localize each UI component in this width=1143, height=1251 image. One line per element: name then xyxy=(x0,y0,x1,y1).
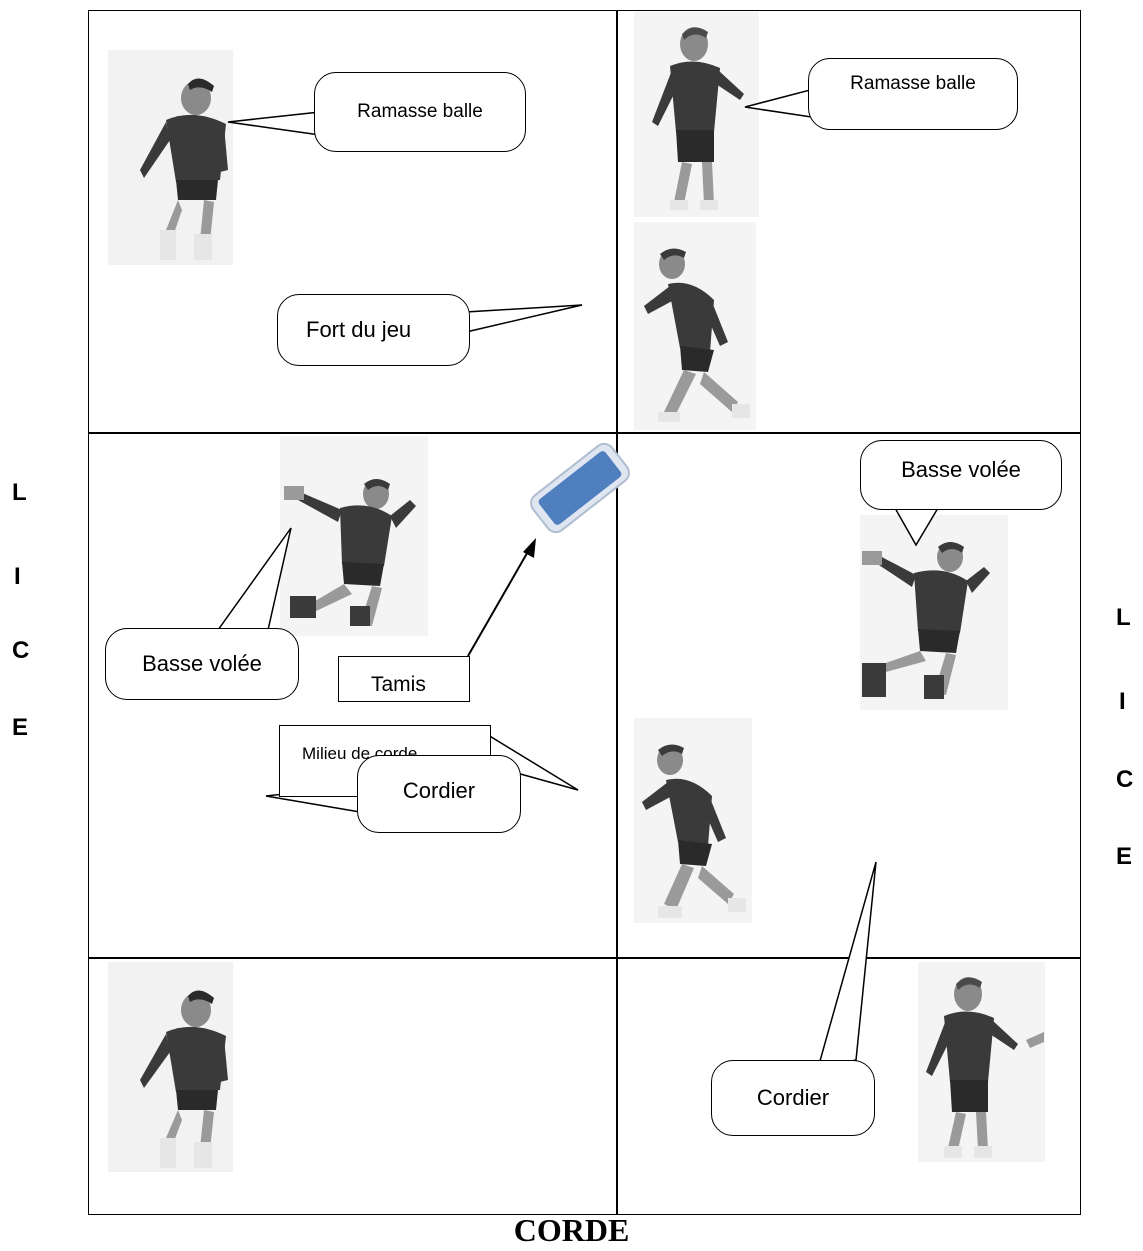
player-milieu-de-corde xyxy=(634,718,752,923)
corde-label: CORDE xyxy=(513,1212,630,1248)
lice-right-c: C xyxy=(1116,766,1134,793)
bubble-basse-volee-right: Basse volée xyxy=(860,440,1062,510)
lice-left-l: L xyxy=(12,479,27,506)
label-basse-volee-left: Basse volée xyxy=(142,651,262,676)
player-fort-du-jeu xyxy=(634,222,756,430)
lice-right-e: E xyxy=(1116,843,1133,870)
bubble-ramasse-balle-left: Ramasse balle xyxy=(314,72,526,152)
divider-bottom xyxy=(88,957,1081,959)
bubble-ramasse-balle-right: Ramasse balle xyxy=(808,58,1018,130)
bubble-fort-du-jeu: Fort du jeu xyxy=(277,294,470,366)
label-ramasse-balle-right: Ramasse balle xyxy=(850,73,976,94)
lice-right-l: L xyxy=(1116,604,1131,631)
lice-left-i: I xyxy=(14,563,21,590)
tamis-icon xyxy=(530,442,630,534)
bubble-cordier-right: Cordier xyxy=(711,1060,875,1136)
box-tamis: Tamis xyxy=(338,656,470,702)
lice-left-e: E xyxy=(12,714,29,741)
lice-left-c: C xyxy=(12,637,30,664)
player-ramasse-balle-right xyxy=(634,12,759,217)
lice-right-i: I xyxy=(1119,688,1126,715)
field-border xyxy=(88,10,1081,1215)
label-cordier-left: Cordier xyxy=(402,778,476,803)
divider-top xyxy=(88,432,1081,434)
player-cordier-right xyxy=(918,962,1045,1162)
player-ramasse-balle-left xyxy=(108,50,233,265)
center-divider xyxy=(616,10,618,1215)
player-basse-volee-right xyxy=(860,515,1008,710)
player-cordier-left xyxy=(108,962,233,1172)
player-basse-volee-left xyxy=(280,436,428,636)
label-fort-du-jeu: Fort du jeu xyxy=(306,317,412,342)
label-basse-volee-right: Basse volée xyxy=(901,457,1021,482)
label-ramasse-balle-left: Ramasse balle xyxy=(357,101,483,122)
bubble-cordier-left: Cordier xyxy=(357,755,521,833)
bubble-basse-volee-left: Basse volée xyxy=(105,628,299,700)
label-cordier-right: Cordier xyxy=(756,1085,830,1110)
label-tamis: Tamis xyxy=(371,673,426,696)
